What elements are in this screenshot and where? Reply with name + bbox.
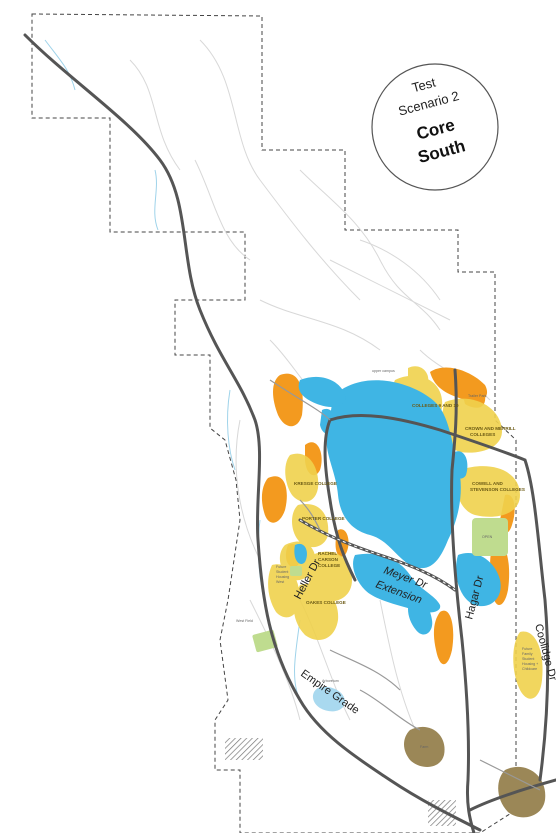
label-future-family-3: Student: [522, 657, 534, 661]
pond: [312, 686, 345, 712]
label-rachel-carson-3: COLLEGE: [318, 563, 340, 568]
badge-test-label: Test: [410, 75, 437, 96]
scenario-badge: [371, 63, 499, 191]
secondary-roads: [269, 379, 541, 791]
label-porter: PORTER COLLEGE: [302, 516, 345, 521]
label-future-family-5: Childcare: [522, 667, 537, 671]
label-stevenson: STEVENSON COLLEGES: [470, 487, 525, 492]
label-future-family-1: Future: [522, 647, 532, 651]
label-rachel-carson-1: RACHEL: [318, 551, 337, 556]
campus-boundary: [31, 13, 517, 833]
label-future-housing-4: West: [276, 580, 284, 584]
label-cowell: COWELL AND: [472, 481, 504, 486]
label-upper-campus: upper campus: [372, 369, 395, 373]
label-future-family-2: Family: [522, 652, 533, 656]
label-crown-merrill-2: COLLEGES: [470, 432, 495, 437]
label-farm: Farm: [420, 745, 428, 749]
label-west-field: West Field: [236, 619, 253, 623]
label-rachel-carson-2: CARSON: [318, 557, 339, 562]
label-crown-merrill: CROWN AND MERRILL: [465, 426, 516, 431]
label-future-housing-2: Student: [276, 570, 288, 574]
meyer-extension-road: [299, 519, 456, 591]
label-future-housing-1: Future: [276, 565, 286, 569]
main-roads: [23, 33, 556, 833]
hatched-area-west: [225, 738, 263, 760]
label-future-housing-3: Housing: [276, 575, 289, 579]
label-arboretum: Arboretum: [322, 679, 339, 683]
label-future-family-4: Housing +: [522, 662, 538, 666]
label-oakes: OAKES COLLEGE: [306, 600, 346, 605]
background-trails: [129, 39, 491, 741]
label-open: OPEN: [482, 535, 493, 539]
label-kresge: KRESGE COLLEGE: [294, 481, 337, 486]
label-colleges-9-10: COLLEGES 9 AND 10: [412, 403, 459, 408]
brown-areas: [404, 726, 546, 818]
label-trailer-park: Trailer Park: [468, 394, 487, 398]
